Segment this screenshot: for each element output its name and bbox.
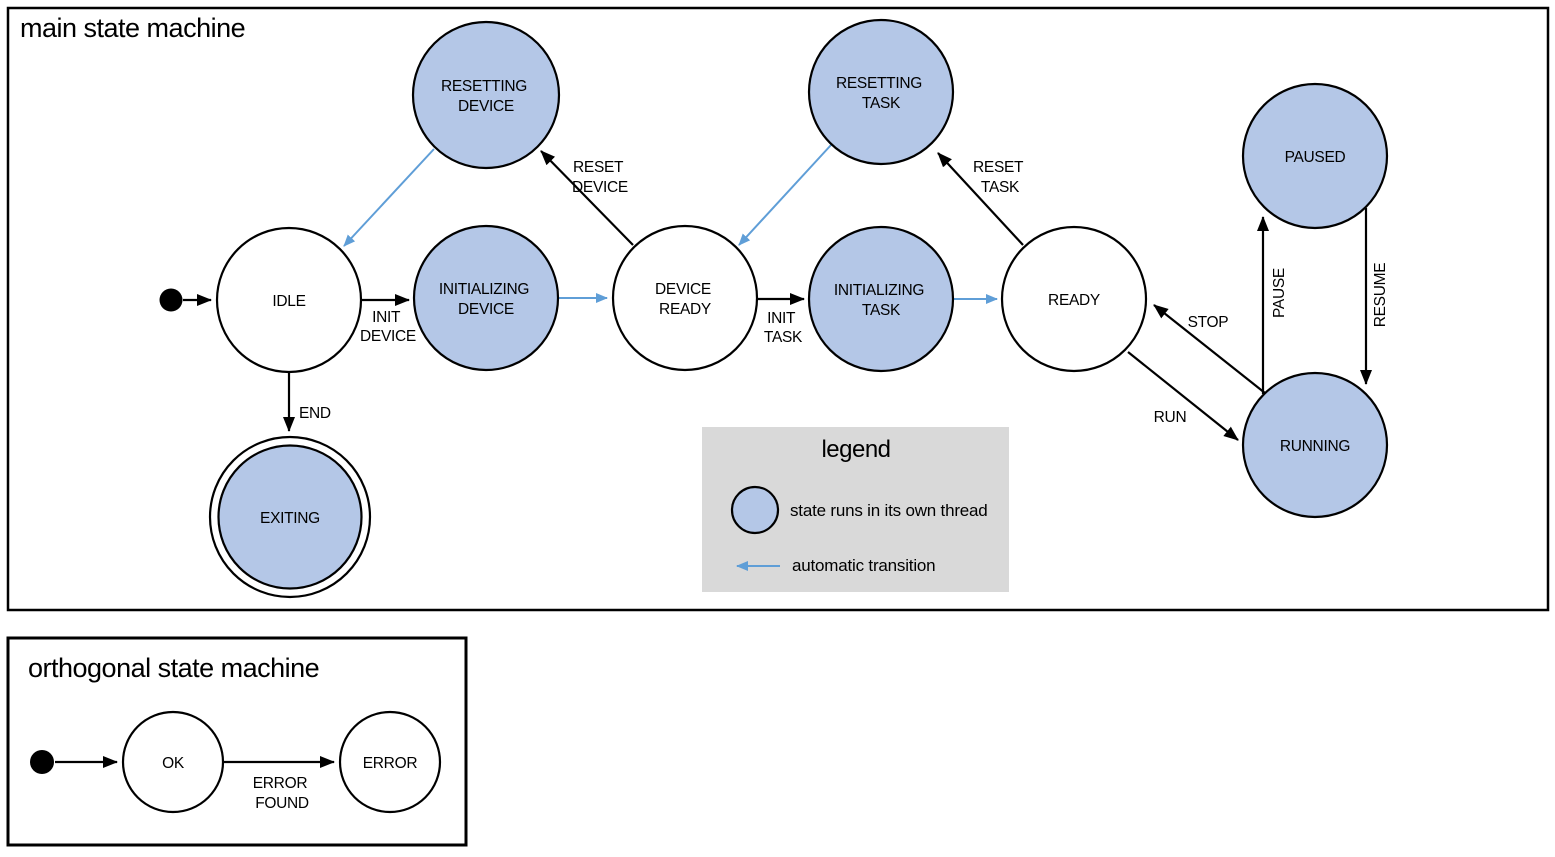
state-initializing-task: INITIALIZING TASK — [807, 225, 955, 373]
state-paused-label: PAUSED — [1285, 149, 1346, 166]
state-resetting-device-label: RESETTING DEVICE — [441, 78, 531, 115]
main-machine-title: main state machine — [20, 13, 245, 43]
state-error-label: ERROR — [363, 755, 418, 772]
state-running: RUNNING — [1241, 371, 1389, 519]
state-resetting-task: RESETTING TASK — [807, 18, 955, 166]
initial-state-dot — [159, 288, 183, 312]
state-idle: IDLE — [215, 226, 363, 374]
orthogonal-machine-panel: orthogonal state machine OK ERROR FOUND … — [6, 636, 468, 847]
transition-label-init-task: INIT TASK — [764, 310, 803, 346]
transition-reset-device — [540, 150, 634, 246]
main-machine-panel: main state machine INIT DEVICE END RESET… — [6, 6, 1550, 612]
state-running-label: RUNNING — [1280, 438, 1350, 455]
transition-auto-resetting-device-to-idle — [343, 148, 435, 247]
orthogonal-initial-state-dot — [30, 750, 54, 774]
transition-label-stop: STOP — [1188, 314, 1229, 331]
transition-run — [1127, 351, 1239, 441]
state-resetting-task-label: RESETTING TASK — [836, 75, 926, 112]
transition-label-run: RUN — [1154, 409, 1187, 426]
transition-auto-resetting-task-to-device-ready — [738, 144, 832, 246]
legend-title: legend — [821, 436, 890, 463]
state-exiting-label: EXITING — [260, 510, 320, 527]
state-paused: PAUSED — [1241, 82, 1389, 230]
transition-label-resume: RESUME — [1372, 263, 1389, 328]
state-resetting-device: RESETTING DEVICE — [411, 20, 561, 170]
transition-reset-task — [937, 152, 1024, 246]
legend-auto-transition-label: automatic transition — [792, 556, 935, 575]
state-initializing-device-label: INITIALIZING DEVICE — [439, 281, 533, 318]
state-initializing-device: INITIALIZING DEVICE — [412, 224, 560, 372]
transition-label-error-found: ERROR FOUND — [253, 775, 312, 812]
legend-panel: legend state runs in its own thread auto… — [702, 427, 1009, 592]
state-initializing-task-label: INITIALIZING TASK — [834, 282, 928, 319]
state-exiting-final: EXITING — [208, 435, 372, 599]
transition-label-end: END — [299, 405, 331, 422]
state-device-ready: DEVICE READY — [611, 224, 759, 372]
state-idle-label: IDLE — [272, 293, 305, 310]
transition-label-pause: PAUSE — [1271, 268, 1288, 318]
transition-stop — [1153, 304, 1266, 394]
state-error: ERROR — [338, 710, 442, 814]
orthogonal-machine-title: orthogonal state machine — [28, 653, 319, 683]
transition-label-init-device: INIT DEVICE — [360, 309, 416, 345]
transition-label-reset-task: RESET TASK — [973, 159, 1027, 196]
legend-threaded-state-swatch — [730, 485, 780, 535]
state-ready: READY — [1000, 225, 1148, 373]
transition-label-reset-device: RESET DEVICE — [572, 159, 628, 196]
state-ok: OK — [121, 710, 225, 814]
legend-threaded-state-label: state runs in its own thread — [790, 501, 988, 520]
state-device-ready-label: DEVICE READY — [655, 281, 715, 318]
state-ready-label: READY — [1048, 292, 1100, 309]
state-ok-label: OK — [162, 755, 185, 772]
